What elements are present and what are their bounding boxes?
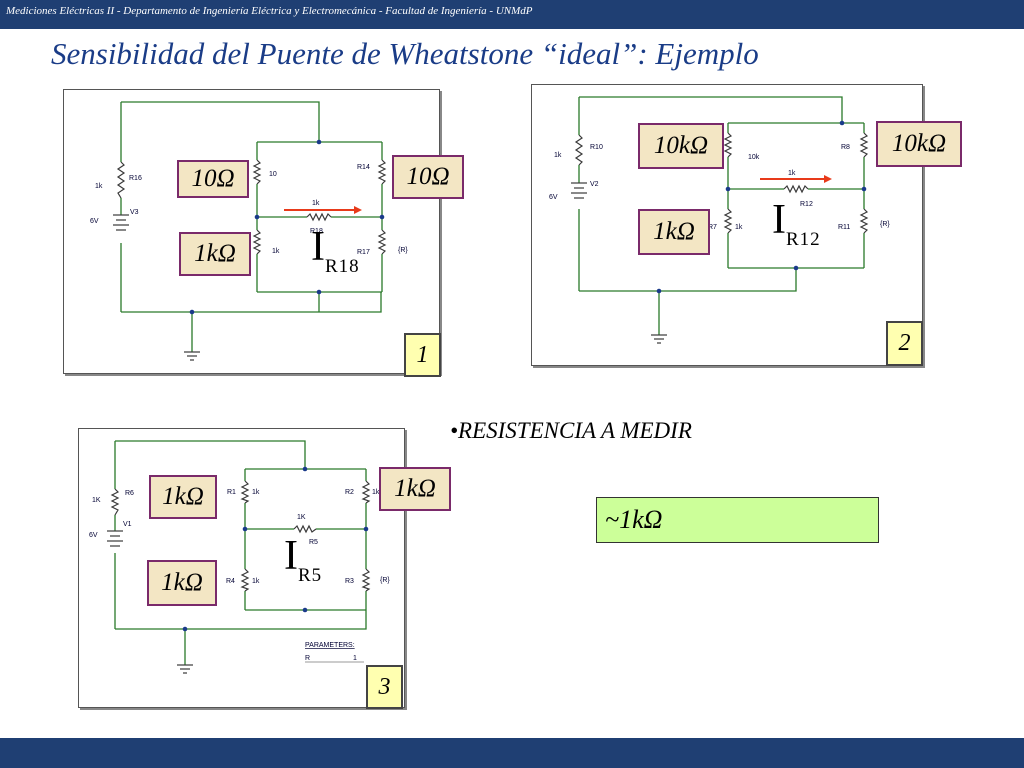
current-symbol-2: I (772, 197, 786, 243)
resistor-label-10ohm-left: 10Ω (177, 160, 249, 198)
bridge-value-3: 1K (297, 514, 306, 521)
bridge-name-2: R12 (800, 201, 813, 208)
current-symbol-3: I (284, 533, 298, 579)
bottom-right-value-1: {R} (398, 247, 408, 254)
top-left-name-3: R1 (227, 489, 236, 496)
resistor-label-10kohm-left: 10kΩ (638, 123, 724, 169)
current-subscript-1: R18 (325, 256, 360, 277)
current-label-2: IR12 (772, 196, 821, 250)
params-value: 1 (353, 655, 357, 662)
circuit-number-2: 2 (886, 321, 923, 366)
resistor-label-10kohm-right: 10kΩ (876, 121, 962, 167)
current-label-1: IR18 (311, 223, 360, 277)
current-symbol-1: I (311, 224, 325, 270)
source-name-2: V2 (590, 181, 599, 188)
top-left-value-3: 1k (252, 489, 260, 496)
bridge-name-1: R18 (310, 228, 323, 235)
bottom-right-value-2: {R} (880, 221, 890, 228)
slide-title: Sensibilidad del Puente de Wheatstone “i… (51, 36, 759, 71)
current-subscript-3: R5 (298, 565, 323, 586)
series-value-3: 1K (92, 497, 101, 504)
bottom-right-name-2: R11 (838, 224, 850, 231)
series-name-3: R6 (125, 490, 134, 497)
top-left-value-1: 10 (269, 171, 277, 178)
circuit-schematic-2: 1k R10 6V V2 10k R8 1k R12 R7 1k R11 {R} (549, 96, 890, 344)
bottom-left-name-2: R7 (708, 224, 717, 231)
source-value-3: 6V (89, 532, 98, 539)
series-name-1: R16 (129, 175, 142, 182)
source-name-3: V1 (123, 521, 132, 528)
params-name: R (305, 655, 310, 662)
bridge-value-2: 1k (788, 170, 796, 177)
circuit-panel-3: 1K R6 6V V1 R1 1k R2 1k 1K R5 R4 1k R3 {… (78, 428, 451, 709)
header-text: Mediciones Eléctricas II - Departamento … (6, 5, 533, 17)
bottom-left-value-1: 1k (272, 248, 280, 255)
source-value-1: 6V (90, 218, 99, 225)
bottom-right-value-3: {R} (380, 577, 390, 584)
series-value-1: 1k (95, 183, 103, 190)
bottom-right-name-1: R17 (357, 249, 370, 256)
source-value-2: 6V (549, 194, 558, 201)
header-bar: Mediciones Eléctricas II - Departamento … (0, 0, 1024, 29)
top-left-value-2: 10k (748, 154, 760, 161)
series-name-2: R10 (590, 144, 603, 151)
top-right-value-3: 1k (372, 489, 380, 496)
circuit-number-3: 3 (366, 665, 403, 709)
circuit-panel-2: 1k R10 6V V2 10k R8 1k R12 R7 1k R11 {R}… (531, 84, 962, 366)
series-value-2: 1k (554, 152, 562, 159)
bottom-left-name-3: R4 (226, 578, 235, 585)
measure-bullet: •RESISTENCIA A MEDIR (450, 418, 692, 443)
bottom-right-name-3: R3 (345, 578, 354, 585)
bridge-value-1: 1k (312, 200, 320, 207)
resistor-label-1kohm-3a: 1kΩ (149, 475, 217, 519)
top-right-name-1: R14 (357, 164, 370, 171)
resistor-label-1kohm-3c: 1kΩ (147, 560, 217, 606)
top-right-name-2: R8 (841, 144, 850, 151)
current-label-3: IR5 (284, 532, 322, 586)
circuit-schematic-1: 1k R16 6V V3 10 R14 1k R18 1k R17 {R} (90, 101, 408, 361)
resistor-label-10ohm-right: 10Ω (392, 155, 464, 199)
bottom-left-value-2: 1k (735, 224, 743, 231)
circuit-schematic-3: 1K R6 6V V1 R1 1k R2 1k 1K R5 R4 1k R3 {… (89, 440, 390, 674)
resistor-label-1kohm-3b: 1kΩ (379, 467, 451, 511)
resistor-label-1kohm: 1kΩ (179, 232, 251, 276)
footer-bar (0, 738, 1024, 768)
bottom-left-value-3: 1k (252, 578, 260, 585)
current-subscript-2: R12 (786, 229, 821, 250)
circuit-panel-1: 1k R16 6V V3 10 R14 1k R18 1k R17 {R} 10… (63, 89, 464, 377)
source-name-1: V3 (130, 209, 139, 216)
bridge-name-3: R5 (309, 539, 318, 546)
top-right-name-3: R2 (345, 489, 354, 496)
result-box: ~1kΩ (596, 497, 879, 543)
circuit-number-1: 1 (404, 333, 441, 377)
params-title: PARAMETERS: (305, 642, 355, 649)
resistor-label-1kohm-2: 1kΩ (638, 209, 710, 255)
